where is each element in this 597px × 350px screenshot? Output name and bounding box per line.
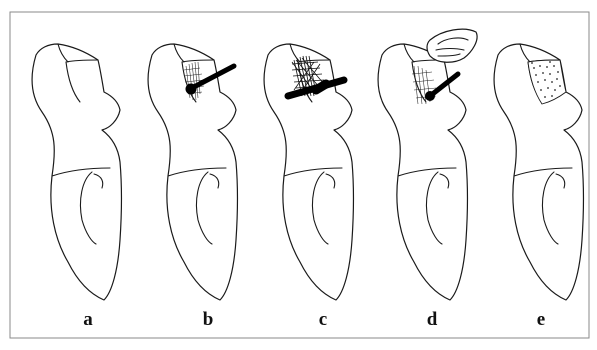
- panel-a: [32, 44, 121, 300]
- tooth-b: [148, 44, 237, 300]
- restoration-piece-d: [427, 29, 477, 62]
- panel-label-d: d: [427, 309, 438, 330]
- tooth-d: [378, 44, 467, 300]
- panel-c: [264, 44, 353, 300]
- panel-label-e: e: [537, 309, 545, 330]
- panel-label-a: a: [83, 309, 93, 330]
- panel-label-c: c: [319, 309, 327, 330]
- panel-e: [494, 44, 583, 300]
- panel-b: [148, 44, 237, 300]
- panel-label-b: b: [203, 309, 214, 330]
- panel-d: [378, 29, 477, 300]
- tooth-a: [32, 44, 121, 300]
